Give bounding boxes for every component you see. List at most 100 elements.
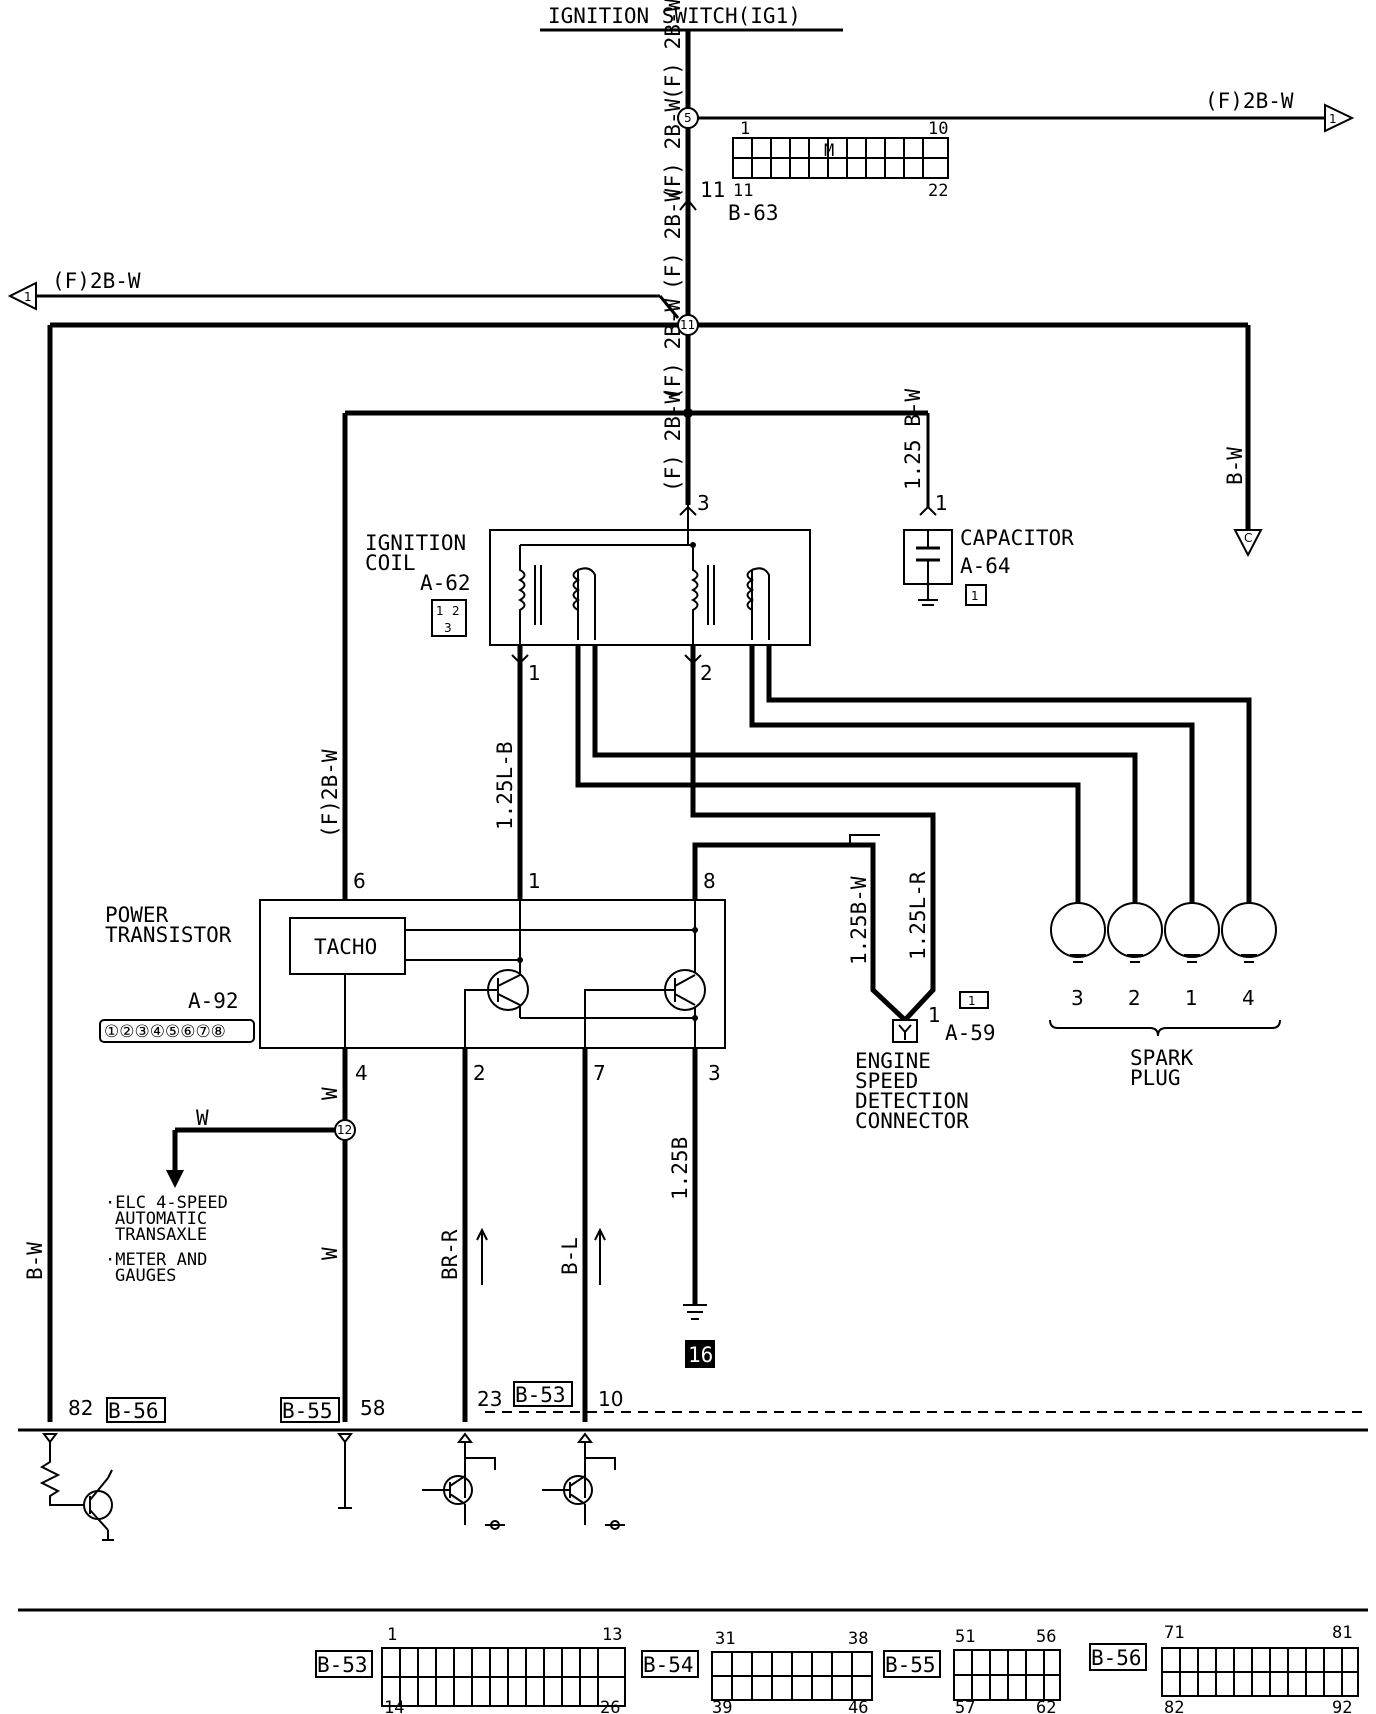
legend-b54-tr: 38 (848, 1629, 868, 1649)
b63-pin11-on-wire: 11 (700, 178, 725, 202)
a62-pin-1: 1 (436, 604, 444, 618)
wire-label-w-2: W (318, 1247, 342, 1260)
arrow-to-transaxle (166, 1170, 184, 1188)
offpage-1-right-label: 1 (1329, 112, 1337, 126)
ignition-switch-label: IGNITION SWITCH(IG1) (548, 4, 801, 28)
offpage-connector-1-right (1324, 103, 1355, 133)
ecu-pin-10: 10 (598, 1387, 623, 1411)
legend-b54-br: 46 (848, 1698, 868, 1714)
a64-label: A-64 (960, 554, 1011, 578)
junction-12-label: 12 (337, 1123, 352, 1137)
to-label-3: TRANSAXLE (115, 1225, 207, 1245)
a59-connector-icon (959, 991, 989, 1009)
offpage-connector-1-left (7, 281, 37, 311)
wire-label-w-1: W (318, 1087, 342, 1100)
legend-b56-tr: 81 (1332, 1623, 1352, 1643)
pt-pin-4: 4 (355, 1061, 368, 1085)
splice-point (683, 408, 693, 418)
wire-bend-left (658, 295, 680, 319)
spark-plug-number-3: 3 (1071, 986, 1084, 1010)
wire-label-125lb: 1.25L-B (493, 741, 517, 830)
wire-label-f2bw-left: (F)2B-W (52, 269, 141, 293)
spark-plug-leads (575, 645, 1252, 905)
b56-connector-icon (106, 1397, 166, 1423)
offpage-c-label: C (1244, 531, 1252, 545)
ground-16-badge (685, 1340, 715, 1368)
b55-connector-icon (280, 1397, 340, 1423)
legend-b53-bl: 14 (384, 1698, 404, 1714)
pt-pin-2: 2 (473, 1061, 486, 1085)
legend-b56-tl: 71 (1164, 1623, 1184, 1643)
b53-label: B-53 (515, 1383, 566, 1407)
spark-plug-3 (1050, 902, 1106, 963)
spark-plug-2 (1107, 902, 1163, 963)
wire-label-f2bw-top: (F) 2B-W (661, 0, 685, 100)
wire-label-w-h: W (196, 1106, 209, 1130)
a92-label: A-92 (188, 989, 239, 1013)
coil-windings (517, 545, 770, 645)
wire-label-125bw2: 1.25B-W (847, 876, 871, 965)
legend-b55: B-55 51 56 57 62 (883, 1627, 1061, 1714)
ecu-pin-58: 58 (360, 1396, 385, 1420)
junction-5 (677, 107, 699, 129)
a59-label: A-59 (945, 1021, 996, 1045)
junction-11 (677, 314, 699, 336)
legend-b55-bl: 57 (955, 1698, 975, 1714)
pt-pin-8: 8 (703, 869, 716, 893)
legend-b54-bl: 39 (712, 1698, 732, 1714)
to-label-5: GAUGES (115, 1266, 176, 1286)
capacitor-label: CAPACITOR (960, 526, 1074, 550)
pt-pin-7: 7 (593, 1061, 606, 1085)
spark-plug-brace (1049, 1019, 1281, 1037)
wire-label-f2bw-3: (F) 2B-W (661, 188, 685, 290)
capacitor-pin-1: 1 (935, 491, 948, 515)
a62-connector-icon (431, 599, 467, 637)
a59-id: 1 (968, 994, 976, 1008)
esd-pin-1: 1 (928, 1003, 941, 1027)
to-label-4: ·METER AND (105, 1250, 207, 1270)
wire-label-125b: 1.25B (668, 1137, 692, 1200)
legend-b55-label: B-55 (885, 1653, 936, 1677)
legend-b53-label: B-53 (317, 1653, 368, 1677)
a62-pin-2: 2 (452, 604, 460, 618)
wire-label-f2bw-right: (F)2B-W (1205, 89, 1294, 113)
a92-pins: ①②③④⑤⑥⑦⑧ (104, 1022, 226, 1042)
a62-pin-3: 3 (444, 621, 452, 635)
esd-l125bw-wire (692, 842, 907, 1022)
power-transistor-internal (344, 900, 706, 1048)
legend-b56-bl: 82 (1164, 1698, 1184, 1714)
wire-label-125lr: 1.25L-R (906, 871, 930, 960)
flow-arrow-esd (849, 834, 880, 845)
coil-pin-1: 1 (528, 661, 541, 685)
a64-connector-icon (965, 584, 987, 606)
offpage-1-left-label: 1 (24, 290, 32, 304)
spark-plug-label-2: PLUG (1130, 1066, 1181, 1090)
pt-pin-6: 6 (353, 869, 366, 893)
tacho-label: TACHO (314, 935, 377, 959)
wire-label-f2bw-pt: (F)2B-W (318, 749, 342, 838)
legend-b54-label: B-54 (643, 1653, 694, 1677)
junction-5-label: 5 (684, 111, 692, 125)
legend-b55-br: 62 (1036, 1698, 1056, 1714)
wire-label-bl: B-L (558, 1237, 582, 1275)
b63-pin-1: 1 (740, 119, 750, 139)
wire-label-brr: BR-R (438, 1229, 462, 1280)
wire-label-125bw: 1.25 B-W (901, 388, 925, 490)
wire-label-bw-left: B-W (23, 1242, 47, 1280)
b63-pin-10: 10 (928, 119, 948, 139)
esd-label-4: CONNECTOR (855, 1109, 969, 1133)
legend-b56-br: 92 (1332, 1698, 1352, 1714)
ignition-coil-box (489, 529, 811, 646)
ignition-coil-label-1: IGNITION (365, 531, 466, 555)
b63-mark: M (824, 141, 834, 161)
wire-label-f2bw-5: (F) 2B-W (661, 390, 685, 492)
spark-plug-1 (1164, 902, 1220, 963)
power-transistor-label-1: POWER (105, 903, 169, 927)
to-label-2: AUTOMATIC (115, 1209, 207, 1229)
spark-plug-number-2: 2 (1128, 986, 1141, 1010)
b63-pin-22: 22 (928, 181, 948, 201)
spark-plug-number-4: 4 (1242, 986, 1255, 1010)
esd-l125lr-wire (690, 645, 936, 1022)
tacho-block (289, 917, 406, 975)
